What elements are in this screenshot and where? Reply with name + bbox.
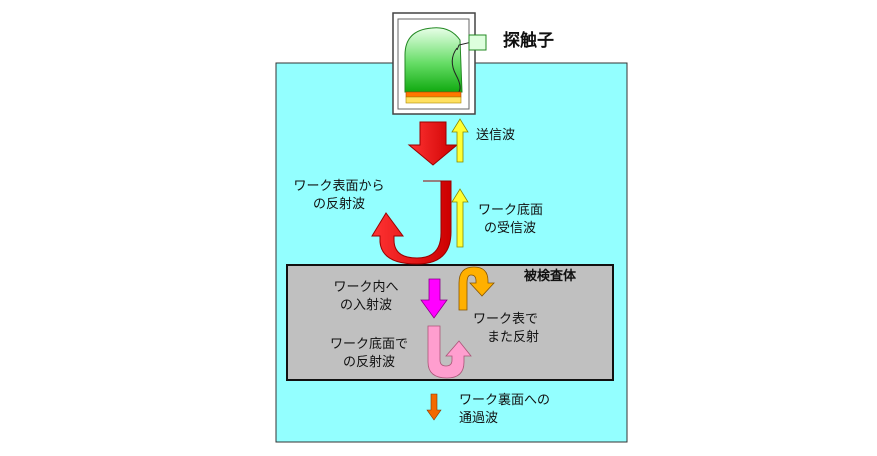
sent-wave-up-arrow xyxy=(451,118,469,163)
sent-wave-arrow xyxy=(407,121,459,166)
probe xyxy=(392,12,487,115)
svg-text:ワーク表で: ワーク表で xyxy=(473,312,538,327)
incident-wave-label: ワーク内へ の入射波 xyxy=(333,279,398,313)
transmitted-wave-label: ワーク裏面への 通過波 xyxy=(459,393,550,426)
svg-text:ワーク裏面への: ワーク裏面への xyxy=(459,393,550,408)
specimen-block xyxy=(286,264,614,381)
surface-reflection-arrow xyxy=(371,180,452,265)
surface-reflection-label: ワーク表面から の反射波 xyxy=(293,179,384,212)
svg-text:の反射波: の反射波 xyxy=(313,196,365,212)
svg-text:の反射波: の反射波 xyxy=(343,354,395,370)
probe-connector xyxy=(468,34,487,51)
bottom-reflection-label: ワーク底面で の反射波 xyxy=(330,336,408,370)
bottom-reflection-arrow xyxy=(427,325,472,379)
sent-wave-label: 送信波 xyxy=(476,128,515,143)
svg-text:ワーク底面: ワーク底面 xyxy=(478,202,543,218)
re-reflection-arrow xyxy=(458,266,495,311)
svg-text:ワーク底面で: ワーク底面で xyxy=(330,336,408,352)
svg-text:の入射波: の入射波 xyxy=(340,297,392,313)
svg-text:通過波: 通過波 xyxy=(459,411,498,426)
water-tank xyxy=(275,62,628,443)
bottom-received-label: ワーク底面 の受信波 xyxy=(478,202,543,236)
bottom-received-arrow xyxy=(451,188,469,248)
specimen-label: 被検査体 xyxy=(523,268,577,284)
svg-text:ワーク表面から: ワーク表面から xyxy=(293,179,384,194)
svg-text:また反射: また反射 xyxy=(487,329,539,345)
svg-text:の受信波: の受信波 xyxy=(484,221,536,236)
probe-label: 探触子 xyxy=(503,30,554,51)
transmitted-wave-arrow xyxy=(426,393,442,421)
re-reflection-label: ワーク表で また反射 xyxy=(473,312,539,345)
incident-wave-arrow xyxy=(420,278,448,319)
svg-text:ワーク内へ: ワーク内へ xyxy=(333,279,398,295)
